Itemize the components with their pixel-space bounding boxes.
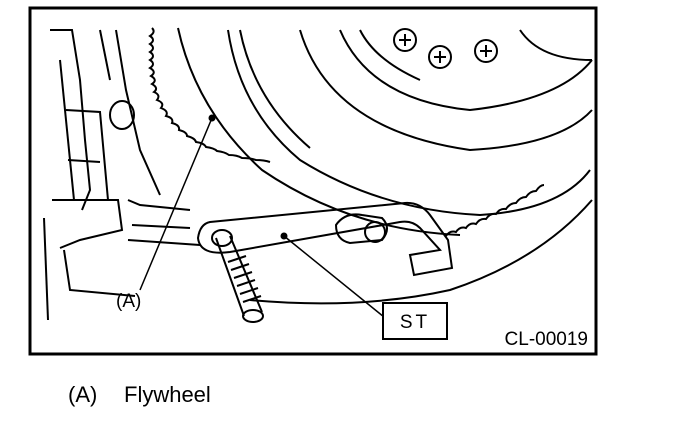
figure-frame: [28, 6, 598, 356]
flywheel-callout-label: (A): [116, 291, 141, 312]
engine-housing: [43, 29, 201, 321]
special-tool-stopper: [196, 201, 454, 323]
figure-code: CL-00019: [505, 329, 588, 350]
legend-item-label: (A): [68, 382, 98, 407]
special-tool-callout-label: ST: [400, 312, 430, 333]
legend-item-text: Flywheel: [124, 382, 211, 407]
special-tool-callout-box: [382, 302, 448, 340]
flywheel-leader-line: [139, 117, 213, 291]
tool-leader-line: [283, 235, 385, 318]
flywheel: [148, 27, 593, 305]
figure-legend: (A) Flywheel: [68, 382, 211, 408]
